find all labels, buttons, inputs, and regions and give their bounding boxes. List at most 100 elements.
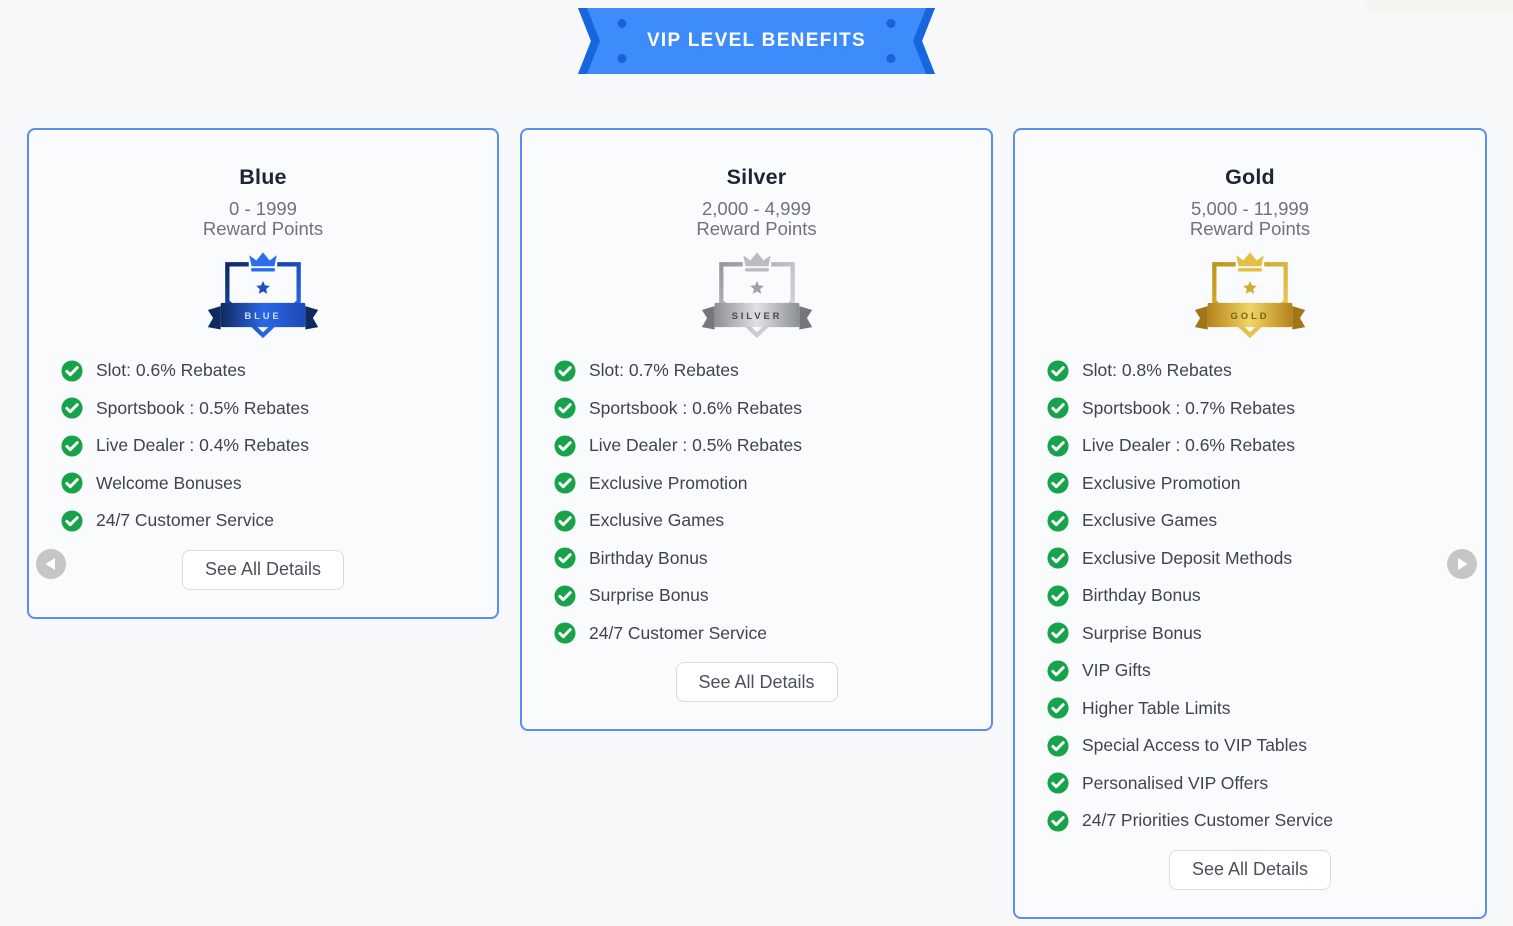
benefits-list: Slot: 0.8% Rebates Sportsbook : 0.7% Reb… xyxy=(1047,352,1485,840)
check-icon xyxy=(554,585,576,607)
benefit-label: Exclusive Promotion xyxy=(589,472,748,493)
benefit-label: Sportsbook : 0.6% Rebates xyxy=(589,397,803,418)
tier-name: Silver xyxy=(726,165,787,189)
points-label: Reward Points xyxy=(202,217,324,239)
benefit-label: Higher Table Limits xyxy=(1082,697,1231,718)
benefit-item: Higher Table Limits xyxy=(1047,690,1485,728)
benefit-item: Surprise Bonus xyxy=(1047,615,1485,653)
benefit-label: Surprise Bonus xyxy=(1082,622,1202,643)
check-icon xyxy=(61,510,83,532)
benefit-label: Sportsbook : 0.5% Rebates xyxy=(96,397,310,418)
benefit-label: Exclusive Games xyxy=(589,510,725,531)
benefit-label: 24/7 Customer Service xyxy=(96,510,274,531)
points-label: Reward Points xyxy=(1189,217,1311,239)
benefit-label: Exclusive Games xyxy=(1082,510,1218,531)
benefit-label: Special Access to VIP Tables xyxy=(1082,735,1308,756)
badge-label: SILVER xyxy=(731,311,782,322)
check-icon xyxy=(1047,510,1069,532)
benefit-item: Exclusive Games xyxy=(554,502,991,540)
benefit-item: Birthday Bonus xyxy=(554,540,991,578)
tier-points: 5,000 - 11,999 Reward Points xyxy=(1015,199,1485,238)
vip-level-benefits-banner: VIP LEVEL BENEFITS xyxy=(578,8,935,74)
badge-label: GOLD xyxy=(1231,311,1270,322)
check-icon xyxy=(61,472,83,494)
check-icon xyxy=(1047,660,1069,682)
benefit-label: Live Dealer : 0.4% Rebates xyxy=(96,435,310,456)
benefit-item: Surprise Bonus xyxy=(554,577,991,615)
check-icon xyxy=(554,622,576,644)
check-icon xyxy=(1047,810,1069,832)
check-icon xyxy=(1047,397,1069,419)
check-icon xyxy=(1047,472,1069,494)
points-range: 2,000 - 4,999 xyxy=(701,198,812,219)
check-icon xyxy=(61,435,83,457)
benefit-label: Exclusive Deposit Methods xyxy=(1082,547,1293,568)
tier-name: Blue xyxy=(239,165,287,189)
benefit-label: Slot: 0.8% Rebates xyxy=(1082,360,1232,381)
tier-card-blue: Blue 0 - 1999 Reward Points BLUE Slot: 0… xyxy=(27,128,499,619)
benefit-label: Personalised VIP Offers xyxy=(1082,772,1269,793)
benefit-label: Birthday Bonus xyxy=(1082,585,1201,606)
tier-card-silver: Silver 2,000 - 4,999 Reward Points SILVE… xyxy=(520,128,993,731)
benefit-item: 24/7 Customer Service xyxy=(554,615,991,653)
check-icon xyxy=(1047,735,1069,757)
benefit-label: Welcome Bonuses xyxy=(96,472,242,493)
benefit-label: Surprise Bonus xyxy=(589,585,709,606)
top-right-partial-panel xyxy=(1365,0,1513,13)
benefit-item: Slot: 0.6% Rebates xyxy=(61,352,497,390)
points-range: 0 - 1999 xyxy=(229,198,297,219)
check-icon xyxy=(554,547,576,569)
check-icon xyxy=(554,397,576,419)
benefit-item: Live Dealer : 0.5% Rebates xyxy=(554,427,991,465)
benefit-item: 24/7 Priorities Customer Service xyxy=(1047,802,1485,840)
tier-points: 0 - 1999 Reward Points xyxy=(29,199,497,238)
see-all-details-button[interactable]: See All Details xyxy=(182,549,344,590)
check-icon xyxy=(554,472,576,494)
check-icon xyxy=(1047,772,1069,794)
check-icon xyxy=(1047,622,1069,644)
see-all-details-button[interactable]: See All Details xyxy=(1169,849,1331,890)
check-icon xyxy=(61,397,83,419)
benefit-item: VIP Gifts xyxy=(1047,652,1485,690)
check-icon xyxy=(1047,697,1069,719)
check-icon xyxy=(554,510,576,532)
check-icon xyxy=(554,360,576,382)
benefit-label: Exclusive Promotion xyxy=(1082,472,1241,493)
benefit-label: Live Dealer : 0.6% Rebates xyxy=(1082,435,1296,456)
see-all-details-button[interactable]: See All Details xyxy=(675,662,838,702)
benefit-label: Birthday Bonus xyxy=(589,547,708,568)
benefit-item: Slot: 0.7% Rebates xyxy=(554,352,991,390)
tier-badge-gold-icon: GOLD xyxy=(1194,252,1306,339)
benefit-label: VIP Gifts xyxy=(1082,660,1151,681)
points-range: 5,000 - 11,999 xyxy=(1191,198,1309,219)
benefit-item: Sportsbook : 0.6% Rebates xyxy=(554,390,991,428)
banner-title: VIP LEVEL BENEFITS xyxy=(646,30,867,51)
carousel-prev-button[interactable] xyxy=(36,549,66,579)
tier-badge-blue-icon: BLUE xyxy=(207,252,319,339)
benefit-item: Live Dealer : 0.4% Rebates xyxy=(61,427,497,465)
check-icon xyxy=(1047,360,1069,382)
tier-badge-silver-icon: SILVER xyxy=(701,252,812,339)
tier-points: 2,000 - 4,999 Reward Points xyxy=(522,199,991,238)
benefit-item: Slot: 0.8% Rebates xyxy=(1047,352,1485,390)
carousel-next-button[interactable] xyxy=(1447,549,1477,579)
badge-label: BLUE xyxy=(244,311,281,322)
benefit-item: Personalised VIP Offers xyxy=(1047,765,1485,803)
check-icon xyxy=(61,360,83,382)
check-icon xyxy=(1047,435,1069,457)
benefit-item: Exclusive Promotion xyxy=(1047,465,1485,503)
benefit-item: Birthday Bonus xyxy=(1047,577,1485,615)
benefit-label: 24/7 Customer Service xyxy=(589,622,767,643)
benefit-label: 24/7 Priorities Customer Service xyxy=(1082,810,1333,831)
points-label: Reward Points xyxy=(696,217,817,239)
benefit-item: Special Access to VIP Tables xyxy=(1047,727,1485,765)
benefit-item: Exclusive Games xyxy=(1047,502,1485,540)
chevron-left-icon xyxy=(45,558,55,570)
benefit-label: Slot: 0.7% Rebates xyxy=(589,360,739,381)
ribbon-banner-graphic xyxy=(578,8,935,74)
benefit-item: 24/7 Customer Service xyxy=(61,502,497,540)
benefits-list: Slot: 0.6% Rebates Sportsbook : 0.5% Reb… xyxy=(61,352,497,540)
check-icon xyxy=(554,435,576,457)
tier-name: Gold xyxy=(1225,165,1275,189)
benefit-label: Sportsbook : 0.7% Rebates xyxy=(1082,397,1296,418)
